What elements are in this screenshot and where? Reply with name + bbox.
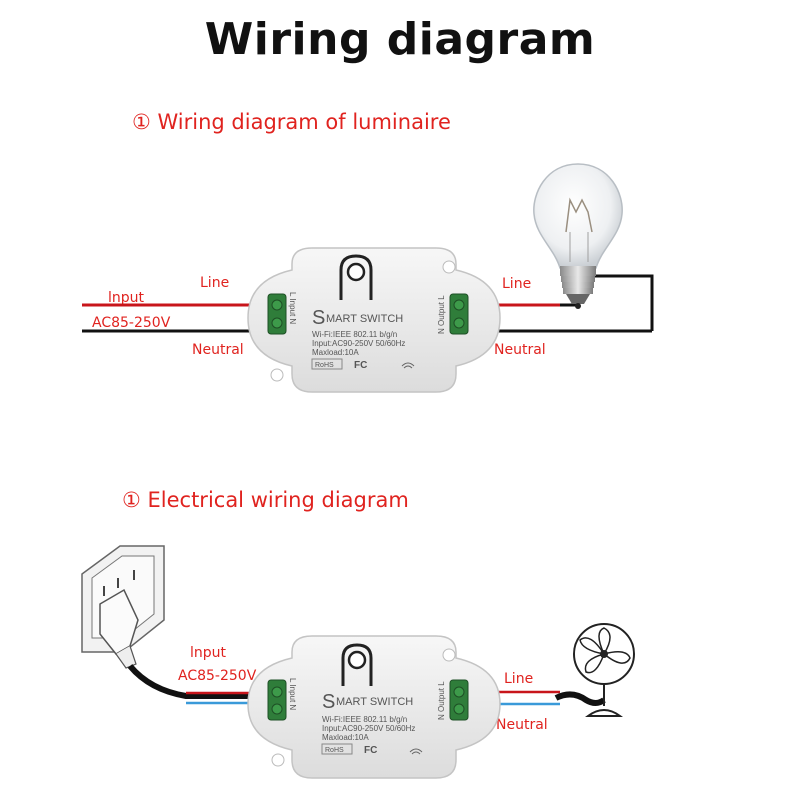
svg-text:N Output L: N Output L bbox=[437, 295, 446, 334]
svg-text:S: S bbox=[312, 307, 325, 329]
svg-text:MART SWITCH: MART SWITCH bbox=[336, 696, 413, 708]
svg-text:Input:AC90-250V 50/60Hz: Input:AC90-250V 50/60Hz bbox=[322, 724, 415, 733]
light-bulb-icon bbox=[533, 163, 623, 309]
input-label: lnput bbox=[108, 290, 145, 306]
fan-icon bbox=[573, 623, 635, 717]
neutral-out-label: Neutral bbox=[494, 342, 546, 358]
svg-text:Wi-Fi:IEEE 802.11 b/g/n: Wi-Fi:IEEE 802.11 b/g/n bbox=[322, 715, 407, 724]
line-out-label-2: Line bbox=[504, 671, 534, 687]
svg-text:Maxload:10A: Maxload:10A bbox=[322, 733, 369, 742]
voltage-label: AC85-250V bbox=[92, 315, 171, 331]
svg-text:L Input N: L Input N bbox=[288, 292, 297, 324]
plug-icon bbox=[99, 588, 139, 669]
svg-text:L Input N: L Input N bbox=[288, 678, 297, 710]
section-heading-electrical: ① Electrical wiring diagram bbox=[122, 488, 409, 512]
power-cord bbox=[127, 664, 272, 699]
svg-text:RoHS: RoHS bbox=[325, 747, 344, 754]
line-in-label: Line bbox=[200, 275, 230, 291]
svg-text:Wi-Fi:IEEE 802.11 b/g/n: Wi-Fi:IEEE 802.11 b/g/n bbox=[312, 330, 397, 339]
neutral-in-label: Neutral bbox=[192, 342, 244, 358]
svg-text:RoHS: RoHS bbox=[315, 362, 334, 369]
input-label-2: lnput bbox=[190, 645, 227, 661]
smart-switch-2: L Input N N Output L S MART SWITCH Wi-Fi… bbox=[247, 635, 501, 779]
svg-text:MART SWITCH: MART SWITCH bbox=[326, 313, 403, 325]
svg-text:N Output L: N Output L bbox=[437, 681, 446, 720]
svg-text:S: S bbox=[322, 691, 335, 713]
voltage-label-2: AC85-250V bbox=[178, 668, 257, 684]
smart-switch-1: L Input N N Output L S MART SWITCH Wi-Fi… bbox=[247, 247, 501, 393]
svg-text:FC: FC bbox=[354, 360, 367, 371]
svg-text:Maxload:10A: Maxload:10A bbox=[312, 348, 359, 357]
svg-text:FC: FC bbox=[364, 745, 377, 756]
line-out-label: Line bbox=[502, 276, 532, 292]
svg-text:Input:AC90-250V 50/60Hz: Input:AC90-250V 50/60Hz bbox=[312, 339, 405, 348]
section-heading-luminaire: ① Wiring diagram of luminaire bbox=[132, 110, 451, 134]
neutral-out-label-2: Neutral bbox=[496, 717, 548, 733]
page-title: Wiring diagram bbox=[204, 14, 596, 65]
fan-cord bbox=[554, 691, 606, 706]
